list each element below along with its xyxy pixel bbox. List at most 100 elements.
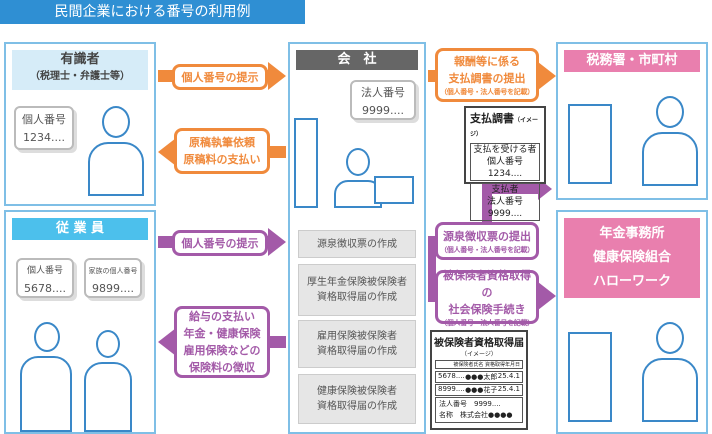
cell: 8999.... bbox=[438, 385, 465, 393]
arrow-right-icon bbox=[538, 282, 556, 310]
employee-id-card: 個人番号 5678.... bbox=[16, 258, 74, 298]
header-line: 健康保険組合 bbox=[592, 250, 671, 265]
arrow-label: 支払調書の提出 bbox=[448, 72, 526, 85]
expert-header: 有識者 （税理士・弁護士等） bbox=[12, 50, 148, 90]
employment-insurance-item: 雇用保険被保険者資格取得届の作成 bbox=[298, 320, 416, 368]
payer-row: 支払者法人番号 9999.... bbox=[470, 183, 540, 221]
worker-icon bbox=[334, 148, 414, 208]
arrow-label: 個人番号の提示 bbox=[181, 70, 259, 84]
payment-report-document: 支払調書（イメージ） 支払を受ける者個人番号 1234.... 支払者法人番号 … bbox=[464, 106, 546, 221]
item-text: 資格取得届の作成 bbox=[317, 346, 397, 357]
tax-office-header: 税務署・市町村 bbox=[564, 50, 700, 72]
cell: 25.4.1 bbox=[497, 385, 520, 393]
corp-name: 名称 株式会社●●●● bbox=[439, 411, 513, 419]
pension-item: 厚生年金保険被保険者資格取得届の作成 bbox=[298, 264, 416, 316]
cell: ●●●花子 bbox=[465, 386, 498, 394]
arrow-note: （個人番号・法人番号を記載） bbox=[440, 245, 534, 254]
arrow-note: （個人番号・法人番号を記載） bbox=[440, 318, 534, 327]
arrow-right-icon bbox=[268, 228, 286, 256]
item-text: 源泉徴収票の作成 bbox=[317, 238, 397, 250]
arrow-right-icon bbox=[538, 62, 556, 90]
arrow-label: 社会保険手続き bbox=[448, 302, 526, 316]
label-present-id-employee: 個人番号の提示 bbox=[172, 230, 268, 256]
label-withholding-submit: 源泉徴収票の提出 （個人番号・法人番号を記載） bbox=[435, 222, 539, 260]
corporate-id-card: 法人番号 9999.... bbox=[350, 80, 416, 120]
doc-title: 被保険者資格取得届 bbox=[434, 338, 524, 349]
arrow-right-icon bbox=[268, 62, 286, 90]
expert-panel: 有識者 （税理士・弁護士等） 個人番号 1234.... bbox=[4, 42, 156, 206]
expert-title: 有識者 bbox=[60, 52, 100, 67]
page-title: 民間企業における番号の利用例 bbox=[0, 0, 305, 24]
card-label: 個人番号 bbox=[22, 113, 66, 126]
col-header: 被保険者氏名 bbox=[453, 362, 484, 368]
family-id-card: 家族の個人番号 9899.... bbox=[84, 258, 142, 298]
arrow-label: 保険料の徴収 bbox=[189, 361, 255, 374]
row-text: 法人番号 9999.... bbox=[486, 197, 523, 219]
label-social-insurance: 被保険者資格取得の社会保険手続き （個人番号・法人番号を記載） bbox=[435, 268, 539, 327]
arrow-label: 報酬等に係る bbox=[454, 55, 520, 68]
doc-corp: 法人番号 9999.... 名称 株式会社●●●● bbox=[435, 397, 523, 423]
arrow-label: 被保険者資格取得の bbox=[443, 268, 531, 299]
arrow-label: 原稿執筆依頼 bbox=[189, 136, 255, 149]
arrow-label: 原稿料の支払い bbox=[183, 153, 261, 166]
payee-row: 支払を受ける者個人番号 1234.... bbox=[470, 143, 540, 181]
health-insurance-item: 健康保険被保険者資格取得届の作成 bbox=[298, 374, 416, 424]
cell: ●●●太郎 bbox=[465, 373, 498, 381]
arrow-shaft bbox=[482, 188, 492, 238]
employee-header: 従 業 員 bbox=[12, 218, 148, 240]
doc-columns: 被保険者氏名 資格取得年月日 bbox=[435, 360, 523, 369]
building-icon bbox=[568, 332, 612, 422]
row-text: 支払者 bbox=[491, 185, 519, 195]
cell: 5678.... bbox=[438, 372, 465, 380]
family-icon bbox=[20, 322, 140, 432]
arrow-left-icon bbox=[158, 138, 176, 166]
arrow-note: （個人番号・法人番号を記載） bbox=[440, 88, 534, 96]
label-present-id-expert: 個人番号の提示 bbox=[172, 64, 268, 90]
building-icon bbox=[294, 118, 318, 208]
label-manuscript: 原稿執筆依頼原稿料の支払い bbox=[174, 128, 270, 174]
expert-person-icon bbox=[88, 106, 144, 196]
label-salary: 給与の支払い年金・健康保険雇用保険などの保険料の徴収 bbox=[174, 306, 270, 378]
row-text: 個人番号 1234.... bbox=[486, 157, 523, 179]
doc-title: 支払調書 bbox=[470, 112, 514, 125]
card-value: 5678.... bbox=[24, 282, 66, 295]
official-icon bbox=[642, 96, 698, 186]
label-payment-report: 報酬等に係る支払調書の提出 （個人番号・法人番号を記載） bbox=[435, 48, 539, 102]
withholding-slip-item: 源泉徴収票の作成 bbox=[298, 230, 416, 258]
card-value: 1234.... bbox=[23, 131, 65, 144]
card-value: 9999.... bbox=[362, 104, 404, 117]
item-text: 厚生年金保険被保険者 bbox=[307, 277, 407, 288]
tax-office-panel: 税務署・市町村 bbox=[556, 42, 708, 200]
arrow-left-icon bbox=[158, 328, 176, 356]
arrow-label: 雇用保険などの bbox=[183, 344, 261, 357]
expert-subtitle: （税理士・弁護士等） bbox=[30, 71, 130, 82]
arrow-label: 個人番号の提示 bbox=[181, 236, 259, 250]
item-text: 資格取得届の作成 bbox=[317, 401, 397, 412]
header-line: 年金事務所 bbox=[599, 226, 665, 241]
arrow-shaft bbox=[482, 184, 538, 194]
pension-office-panel: 年金事務所 健康保険組合 ハローワーク bbox=[556, 210, 708, 434]
insured-acquisition-document: 被保険者資格取得届 （イメージ） 被保険者氏名 資格取得年月日 5678....… bbox=[430, 330, 528, 430]
item-text: 健康保険被保険者 bbox=[317, 386, 397, 397]
arrow-shaft bbox=[428, 236, 436, 296]
header-line: ハローワーク bbox=[592, 274, 671, 289]
card-label: 法人番号 bbox=[361, 86, 405, 99]
pension-office-header: 年金事務所 健康保険組合 ハローワーク bbox=[564, 218, 700, 298]
doc-note: （イメージ） bbox=[470, 117, 539, 138]
doc-note: （イメージ） bbox=[461, 351, 497, 358]
item-text: 資格取得届の作成 bbox=[317, 292, 397, 303]
row-text: 支払を受ける者 bbox=[473, 145, 537, 155]
official-icon bbox=[642, 322, 698, 422]
cell: 25.4.1 bbox=[497, 372, 520, 380]
expert-id-card: 個人番号 1234.... bbox=[14, 106, 74, 150]
item-text: 雇用保険被保険者 bbox=[317, 331, 397, 342]
card-value: 9899.... bbox=[92, 282, 134, 295]
corp-number: 法人番号 9999.... bbox=[439, 400, 501, 408]
arrow-label: 給与の支払い bbox=[189, 310, 255, 323]
employee-panel: 従 業 員 個人番号 5678.... 家族の個人番号 9899.... bbox=[4, 210, 156, 434]
arrow-label: 源泉徴収票の提出 bbox=[443, 229, 531, 243]
card-label: 家族の個人番号 bbox=[88, 267, 138, 275]
col-header: 資格取得年月日 bbox=[484, 362, 520, 368]
